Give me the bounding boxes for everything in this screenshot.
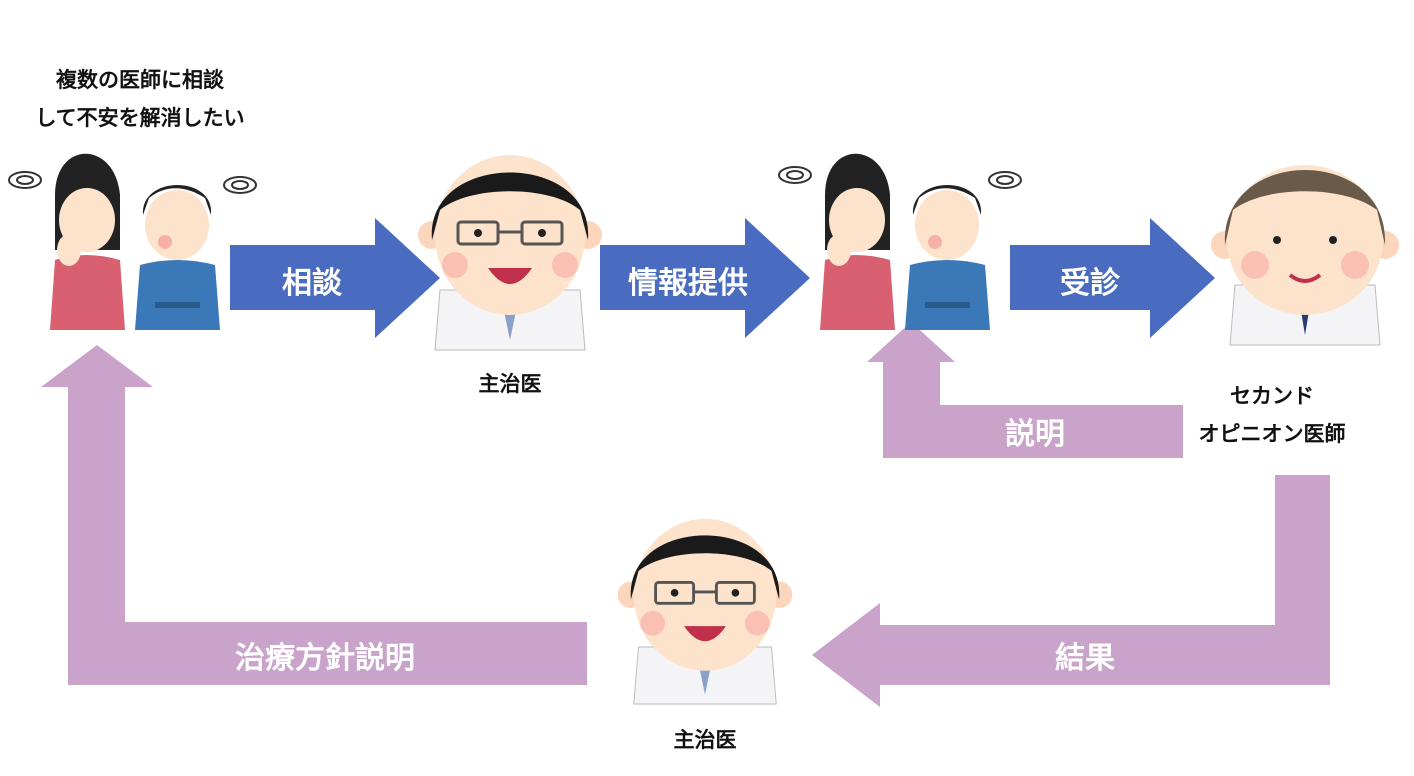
- arrow-treatment-label: 治療方針説明: [235, 641, 415, 676]
- second-opinion-doctor: [1211, 165, 1399, 346]
- primary-doctor-bottom: [616, 517, 794, 706]
- second-opinion-label-line1: セカンド: [1230, 384, 1314, 408]
- arrow-result: [812, 475, 1330, 707]
- arrow-info-label: 情報提供: [628, 266, 748, 301]
- second-opinion-label-line2: オピニオン医師: [1198, 421, 1346, 446]
- worry-swirl-icons: [8, 166, 1022, 194]
- second-opinion-label: セカンド オピニオン医師: [1199, 378, 1346, 454]
- worried-couple-right: [820, 154, 990, 330]
- arrow-consult: [230, 218, 440, 338]
- worry-caption-line1: 複数の医師に相談: [56, 68, 224, 92]
- worried-couple-left: [50, 154, 220, 330]
- primary-doctor-top: [416, 153, 604, 352]
- arrow-visit: [1010, 218, 1215, 338]
- primary-doctor-label-top: 主治医: [478, 372, 542, 396]
- arrow-treatment: [41, 345, 587, 685]
- arrow-explain: [867, 322, 1183, 458]
- arrow-result-label: 結果: [1055, 641, 1115, 676]
- arrow-consult-label: 相談: [282, 266, 342, 301]
- arrow-visit-label: 受診: [1060, 266, 1120, 301]
- primary-doctor-label-bottom: 主治医: [673, 728, 737, 752]
- worry-caption-line2: して不安を解消したい: [35, 105, 245, 130]
- worry-caption: 複数の医師に相談 して不安を解消したい: [35, 62, 244, 138]
- arrow-info: [600, 218, 810, 338]
- arrow-explain-label: 説明: [1005, 417, 1065, 452]
